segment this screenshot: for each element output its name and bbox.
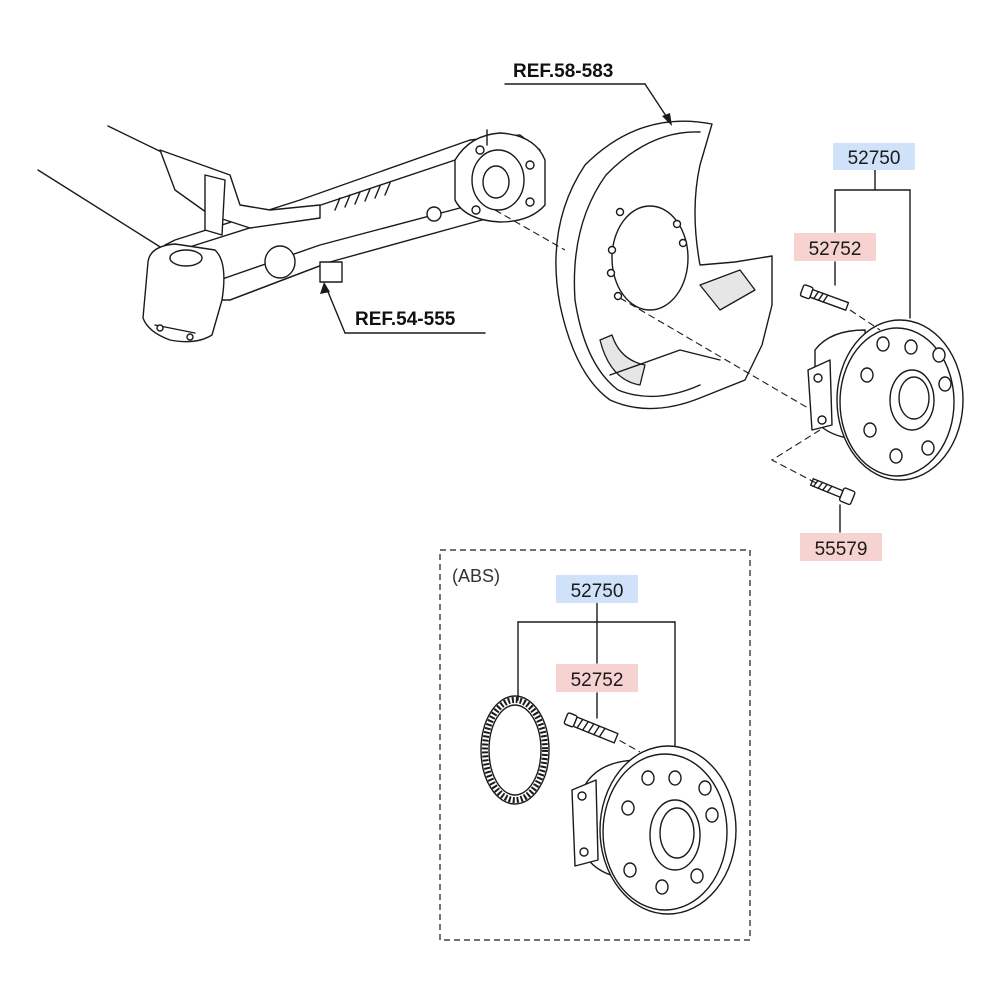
hub-assembly-main (807, 319, 964, 481)
ref-label-lower[interactable]: REF.54-555 (355, 309, 456, 330)
ref-label-upper[interactable]: REF.58-583 (513, 61, 613, 82)
part-label-52750[interactable]: 52750 (833, 143, 915, 170)
hub-bolt-abs (563, 712, 619, 744)
abs-part-label-52752[interactable]: 52752 (556, 664, 638, 692)
rear-axle-beam (37, 125, 546, 343)
leader-lines (320, 83, 911, 533)
backing-plate (555, 120, 773, 410)
abs-tone-ring (480, 695, 550, 805)
label-highlight (794, 233, 876, 261)
part-number: 52750 (848, 148, 901, 169)
label-highlight (556, 575, 638, 603)
part-number: 55579 (815, 539, 868, 560)
label-highlight (833, 143, 915, 170)
abs-inset (439, 549, 751, 941)
label-highlight (800, 533, 882, 561)
part-number: 52750 (571, 581, 624, 602)
hub-assembly-abs (571, 745, 737, 915)
label-highlight (556, 664, 638, 692)
abs-part-label-52750[interactable]: 52750 (556, 575, 638, 603)
part-number: 52752 (809, 239, 862, 260)
part-label-52752[interactable]: 52752 (794, 233, 876, 261)
abs-label: (ABS) (452, 566, 500, 586)
mounting-bolt (809, 478, 856, 506)
part-number: 52752 (571, 670, 624, 691)
hub-bolt-main (799, 284, 850, 311)
part-label-55579[interactable]: 55579 (800, 533, 882, 561)
